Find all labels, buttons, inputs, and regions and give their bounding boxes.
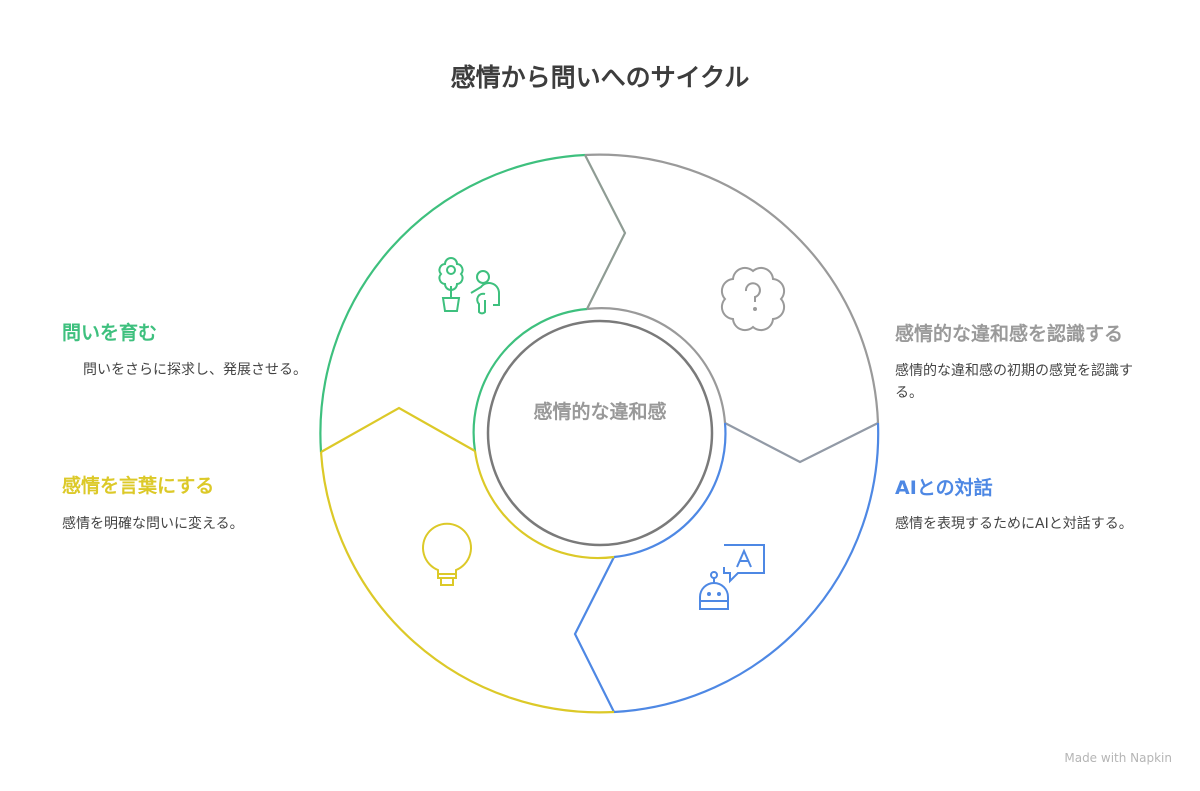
step-description: 感情的な違和感の初期の感覚を認識する。 (895, 363, 1133, 401)
step-heading: 感情を言葉にする (62, 475, 215, 497)
step-heading: 問いを育む (62, 322, 158, 344)
robot-chat-icon (699, 544, 765, 610)
step-1-text: 感情的な違和感を認識する 感情的な違和感の初期の感覚を認識する。 (895, 321, 1145, 404)
segment-green-inner (472, 307, 588, 452)
step-3-text: 感情を言葉にする 感情を明確な問いに変える。 (62, 473, 312, 535)
segment-yellow-inner (473, 450, 615, 560)
lightbulb-icon (422, 522, 472, 586)
center-circle (486, 319, 714, 547)
person-watering-flower-icon (438, 257, 500, 315)
step-description: 問いをさらに探求し、発展させる。 (83, 362, 307, 378)
segment-blue-outer (613, 422, 880, 714)
segment-gray-outer (584, 153, 880, 424)
boundary-bottom (573, 556, 615, 713)
thinking-cloud-question-icon (720, 266, 786, 332)
center-label: 感情的な違和感 (533, 401, 667, 423)
segment-gray-inner (586, 307, 727, 424)
step-4-text: 問いを育む 問いをさらに探求し、発展させる。 (62, 320, 307, 381)
boundary-top (584, 154, 627, 310)
boundary-right (724, 422, 879, 464)
segment-blue-inner (613, 422, 727, 559)
step-heading: AIとの対話 (895, 477, 993, 499)
step-description: 感情を明確な問いに変える。 (62, 516, 244, 532)
boundary-left (320, 406, 476, 453)
diagram-title: 感情から問いへのサイクル (450, 63, 750, 92)
segment-green-outer (319, 153, 586, 453)
step-description: 感情を表現するためにAIと対話する。 (895, 516, 1133, 532)
segment-yellow-outer (319, 451, 615, 714)
watermark: Made with Napkin (1064, 751, 1172, 765)
step-2-text: AIとの対話 感情を表現するためにAIと対話する。 (895, 475, 1145, 535)
step-heading: 感情的な違和感を認識する (895, 323, 1124, 345)
